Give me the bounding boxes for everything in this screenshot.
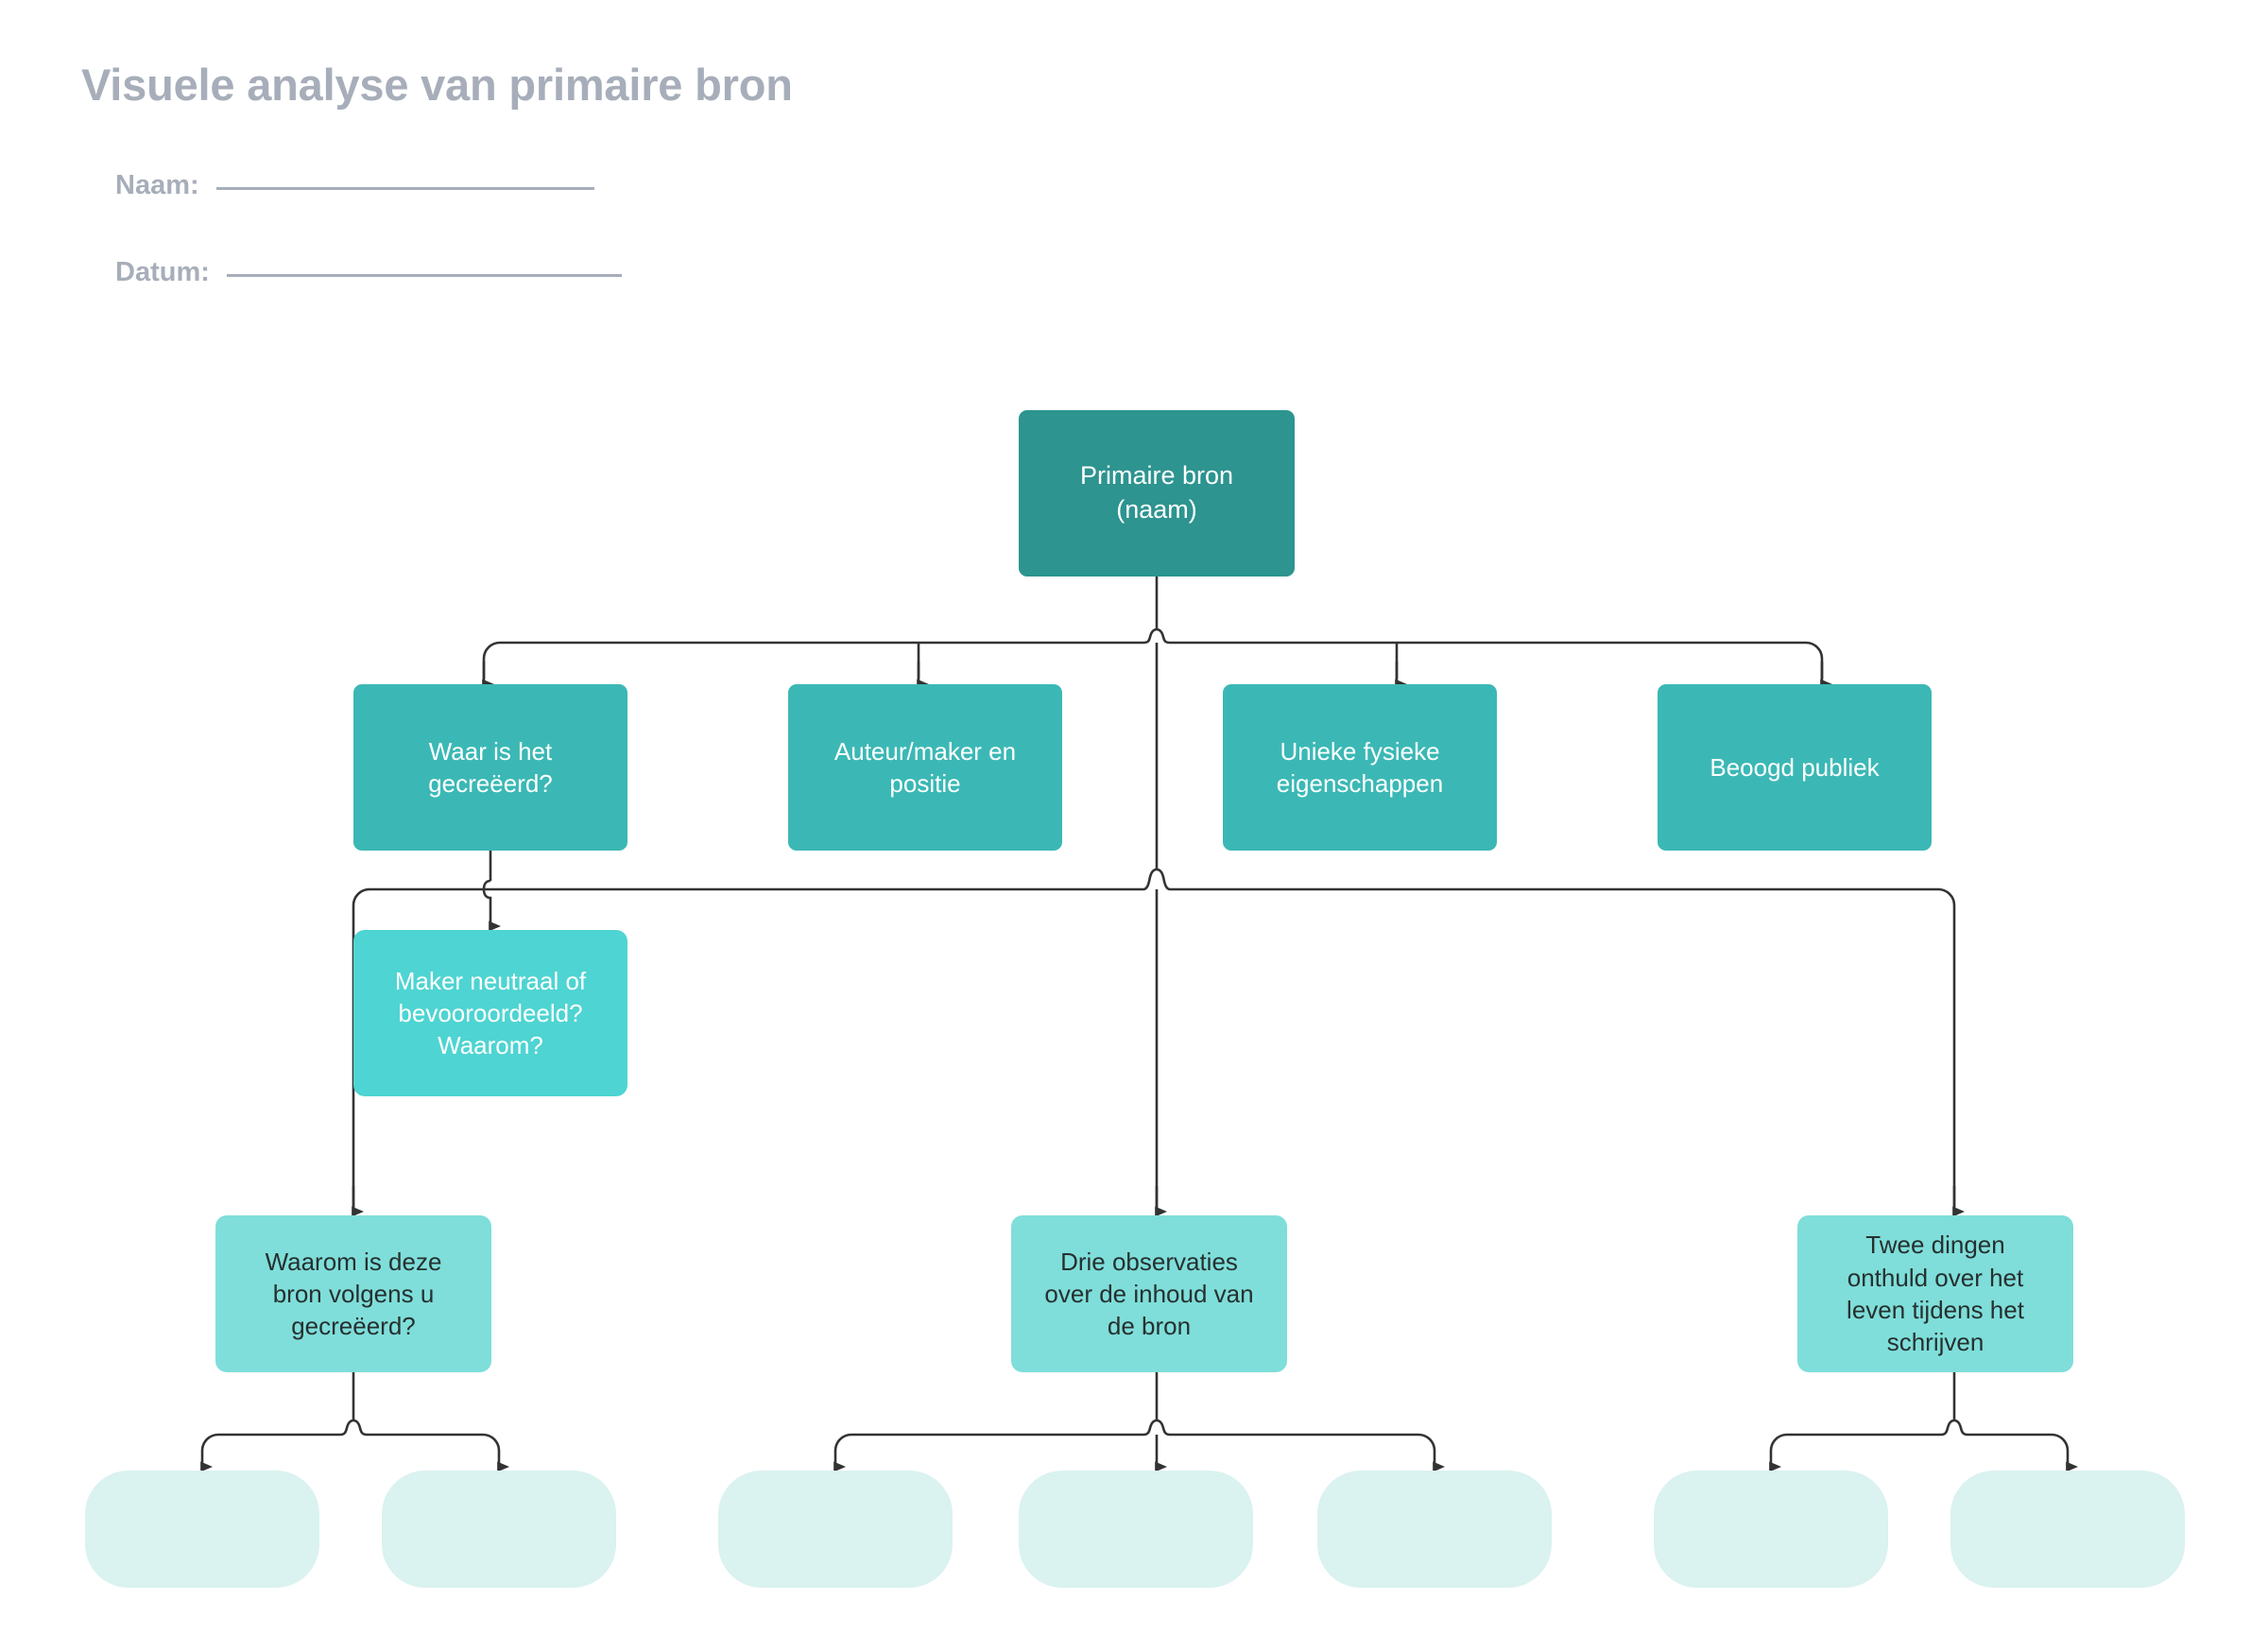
answer-blank-7[interactable] <box>1950 1471 2185 1588</box>
node-primaire-bron[interactable]: Primaire bron (naam) <box>1019 410 1295 577</box>
edge-bus-left <box>482 628 1158 679</box>
field-naam-rule[interactable] <box>215 187 594 190</box>
answer-blank-1[interactable] <box>85 1471 319 1588</box>
edge-bus2-right <box>1156 868 1956 1210</box>
edge-bus2-left <box>352 868 1158 1210</box>
node-drie-observaties[interactable]: Drie observaties over de inhoud van de b… <box>1011 1215 1287 1372</box>
field-datum: Datum: <box>115 257 622 288</box>
answer-blank-5[interactable] <box>1317 1471 1552 1588</box>
edge-bus-right <box>1156 628 1824 679</box>
edge-q2-blank5 <box>1156 1419 1445 1472</box>
edge-q2-blank3 <box>833 1419 1158 1472</box>
edge-q1-blank1 <box>200 1419 354 1472</box>
node-waarom-gecreeerd[interactable]: Waarom is deze bron volgens u gecreëerd? <box>215 1215 491 1372</box>
field-datum-label: Datum: <box>115 257 210 287</box>
answer-blank-2[interactable] <box>382 1471 616 1588</box>
node-twee-dingen[interactable]: Twee dingen onthuld over het leven tijde… <box>1797 1215 2073 1372</box>
edge-aspect1-to-bias <box>482 879 501 932</box>
edge-q3-blank6 <box>1769 1419 1955 1472</box>
node-waar-gecreeerd[interactable]: Waar is het gecreëerd? <box>353 684 627 851</box>
field-naam: Naam: <box>115 170 594 201</box>
field-datum-rule[interactable] <box>226 274 622 277</box>
field-naam-label: Naam: <box>115 170 199 200</box>
answer-blank-4[interactable] <box>1019 1471 1253 1588</box>
node-maker-neutraal[interactable]: Maker neutraal of bevooroordeeld? Waarom… <box>353 930 627 1096</box>
node-beoogd-publiek[interactable]: Beoogd publiek <box>1658 684 1932 851</box>
edge-q3-blank7 <box>1953 1419 2078 1472</box>
answer-blank-3[interactable] <box>718 1471 953 1588</box>
edge-q1-blank2 <box>352 1419 509 1472</box>
node-auteur-positie[interactable]: Auteur/maker en positie <box>788 684 1062 851</box>
node-fysieke-eigenschappen[interactable]: Unieke fysieke eigenschappen <box>1223 684 1497 851</box>
answer-blank-6[interactable] <box>1654 1471 1888 1588</box>
page-title: Visuele analyse van primaire bron <box>81 60 793 110</box>
